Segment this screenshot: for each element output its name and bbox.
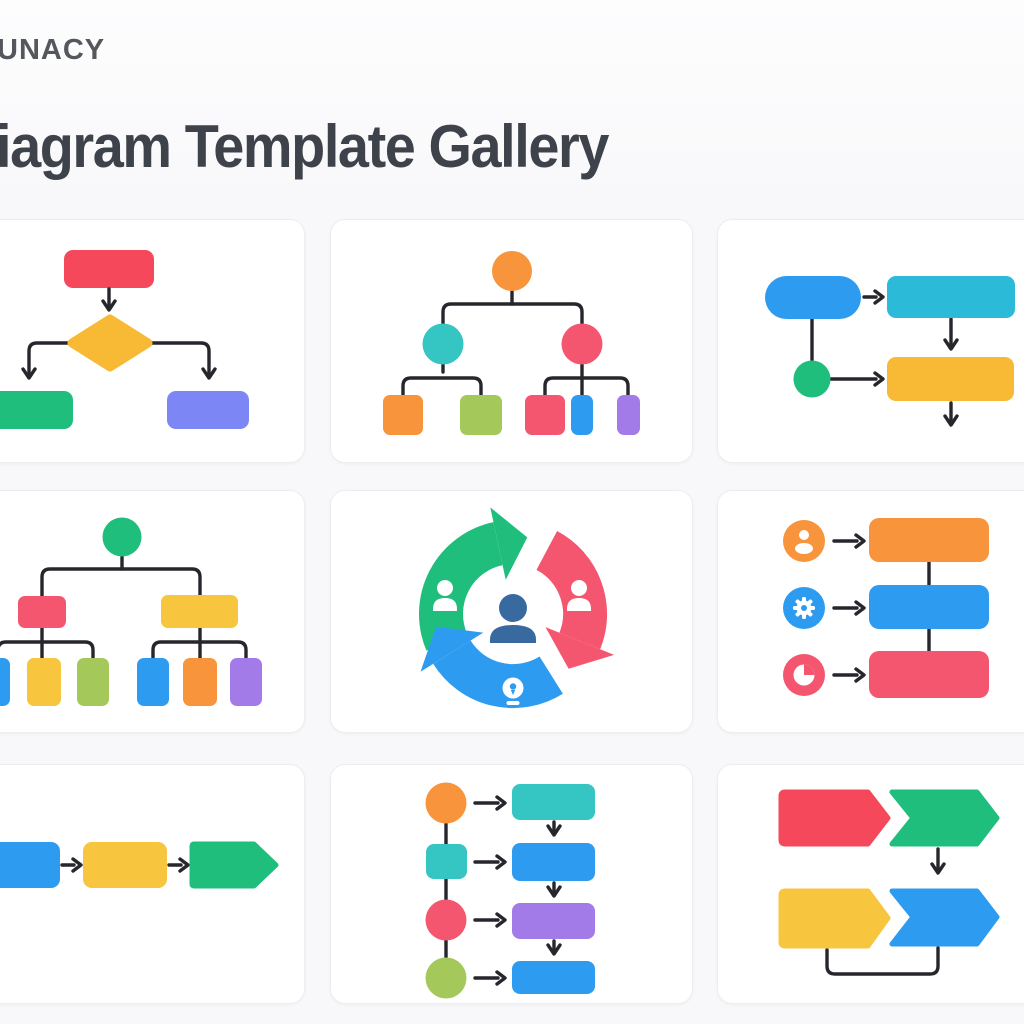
process-step-node-top — [887, 276, 1015, 318]
chevron-arrow-node — [778, 789, 891, 847]
tree-branch-node-right — [161, 595, 238, 628]
template-card-linear-flow[interactable] — [0, 764, 305, 1004]
tree-leaf-node — [0, 658, 10, 706]
step-node — [869, 518, 989, 562]
process-start-pill — [765, 276, 861, 319]
tree-leaf-node — [230, 658, 262, 706]
tree-leaf-node — [27, 658, 61, 706]
person-icon — [567, 580, 591, 611]
org-branch-node-left — [422, 323, 464, 365]
timeline-milestone-circle — [425, 899, 467, 941]
chevron-node — [889, 888, 1000, 947]
timeline-milestone-circle — [425, 957, 467, 999]
template-card-timeline-flow[interactable] — [330, 764, 693, 1004]
tree-leaf-node — [183, 658, 217, 706]
org-leaf-node — [571, 395, 593, 435]
tree-branch-node-left — [18, 596, 66, 628]
cycle-segment-green — [419, 507, 528, 651]
linear-flow-connectors — [60, 857, 190, 873]
org-root-node — [492, 251, 532, 291]
person-icon — [795, 530, 813, 554]
timeline-step-node — [512, 843, 595, 881]
org-leaf-node — [460, 395, 502, 435]
timeline-milestone-square — [426, 844, 467, 879]
step-node — [869, 651, 989, 698]
tree-leaf-node — [77, 658, 109, 706]
person-icon — [433, 580, 457, 611]
org-leaf-node — [617, 395, 640, 435]
chevron-connectors — [825, 847, 946, 976]
gear-icon — [793, 597, 815, 619]
flowchart-start-node — [64, 250, 154, 288]
org-leaf-node — [525, 395, 565, 435]
process-step-node-bottom — [887, 357, 1014, 401]
app-logo[interactable]: UNACY — [0, 34, 106, 66]
linear-flow-node — [83, 842, 167, 888]
timeline-step-node — [512, 903, 595, 939]
timeline-connectors — [444, 795, 562, 986]
tree-root-node — [102, 517, 142, 557]
lightbulb-icon — [502, 677, 524, 705]
template-card-flowchart-decision[interactable] — [0, 219, 305, 463]
flowchart-result-node-right — [167, 391, 249, 429]
org-branch-node-right — [561, 323, 603, 365]
chevron-node — [889, 789, 1000, 847]
tree-connectors — [0, 555, 248, 660]
person-icon-center — [490, 594, 536, 643]
timeline-step-node — [512, 784, 595, 820]
timeline-step-node — [512, 961, 595, 994]
step-node — [869, 585, 989, 629]
org-chart-connectors — [401, 289, 630, 397]
template-card-chevron-flow[interactable] — [717, 764, 1024, 1004]
step-list-connectors — [832, 533, 931, 683]
process-branch-circle — [793, 360, 831, 398]
timeline-milestone-circle — [425, 782, 467, 824]
flowchart-connectors — [21, 287, 217, 380]
flowchart-result-node-left — [0, 391, 73, 429]
template-card-org-chart[interactable] — [330, 219, 693, 463]
chevron-arrow-node — [778, 888, 891, 949]
linear-flow-end-arrow-node — [189, 841, 279, 889]
step-icon-circle-user — [783, 520, 825, 562]
template-card-tree-hierarchy[interactable] — [0, 490, 305, 733]
template-card-team-cycle[interactable] — [330, 490, 693, 733]
cycle-segment-blue — [420, 626, 563, 709]
tree-leaf-node — [137, 658, 169, 706]
process-flow-connectors — [810, 289, 959, 427]
linear-flow-node — [0, 842, 60, 888]
template-card-icon-step-list[interactable] — [717, 490, 1024, 733]
template-card-process-flow[interactable] — [717, 219, 1024, 463]
flowchart-decision-diamond — [67, 314, 153, 372]
org-leaf-node — [383, 395, 423, 435]
page-title: iagram Template Gallery — [0, 113, 609, 180]
clock-icon — [793, 664, 815, 686]
